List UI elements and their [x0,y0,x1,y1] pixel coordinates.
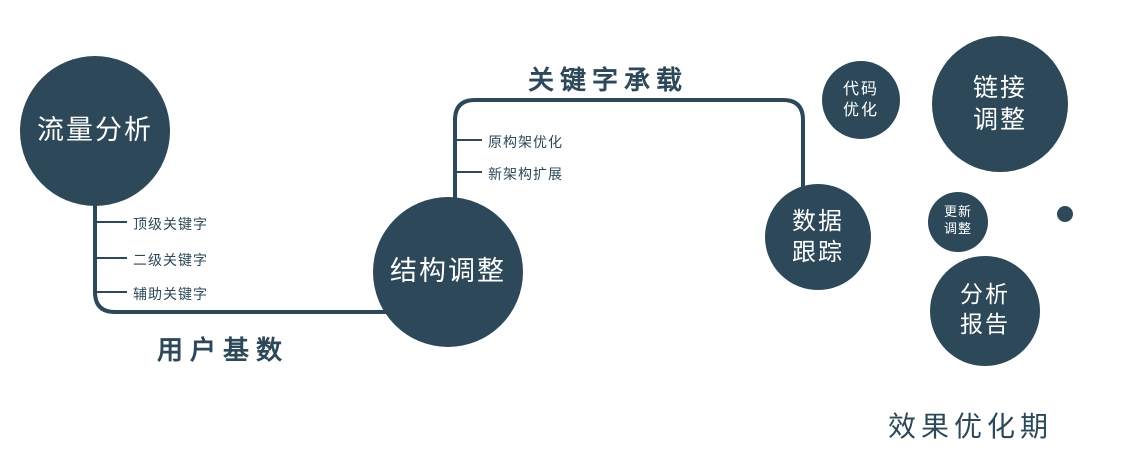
node-structure-adjust: 结构调整 [373,197,523,347]
small-dot-node [1057,206,1073,222]
node-update-adjustment: 更新 调整 [928,192,988,252]
node-link-adjustment: 链接 调整 [932,36,1068,172]
node-update-adjustment-line1: 更新 [943,205,972,221]
node-link-adjustment-line2: 调整 [972,105,1027,134]
node-code-optimization-line1: 代码 [842,79,879,99]
structure-branch-label-2: 新架构扩展 [488,167,563,183]
node-analysis-report-line2: 报告 [960,312,1010,338]
node-code-optimization-line2: 优化 [842,100,879,119]
traffic-branch-label-3: 辅助关键字 [133,287,208,303]
structure-branch-label-1: 原构架优化 [488,135,563,151]
node-structure-adjust-label: 结构调整 [390,256,506,288]
diagram-caption: 效果优化期 [888,410,1054,443]
node-traffic-analysis: 流量分析 [20,56,170,206]
edge-label-user-base: 用户基数 [157,336,290,366]
node-traffic-analysis-label: 流量分析 [37,115,153,147]
node-data-tracking: 数据 跟踪 [765,184,871,290]
node-code-optimization: 代码 优化 [822,61,900,139]
node-analysis-report-line1: 分析 [960,282,1010,309]
node-update-adjustment-line2: 调整 [943,222,972,237]
node-data-tracking-line2: 跟踪 [792,238,844,266]
traffic-branch-label-2: 二级关键字 [133,253,208,269]
node-data-tracking-line1: 数据 [792,206,844,235]
node-link-adjustment-line1: 链接 [972,72,1027,102]
node-analysis-report: 分析 报告 [930,256,1040,366]
traffic-branch-label-1: 顶级关键字 [133,217,208,233]
edge-label-keyword-carrying: 关键字承载 [528,66,689,96]
